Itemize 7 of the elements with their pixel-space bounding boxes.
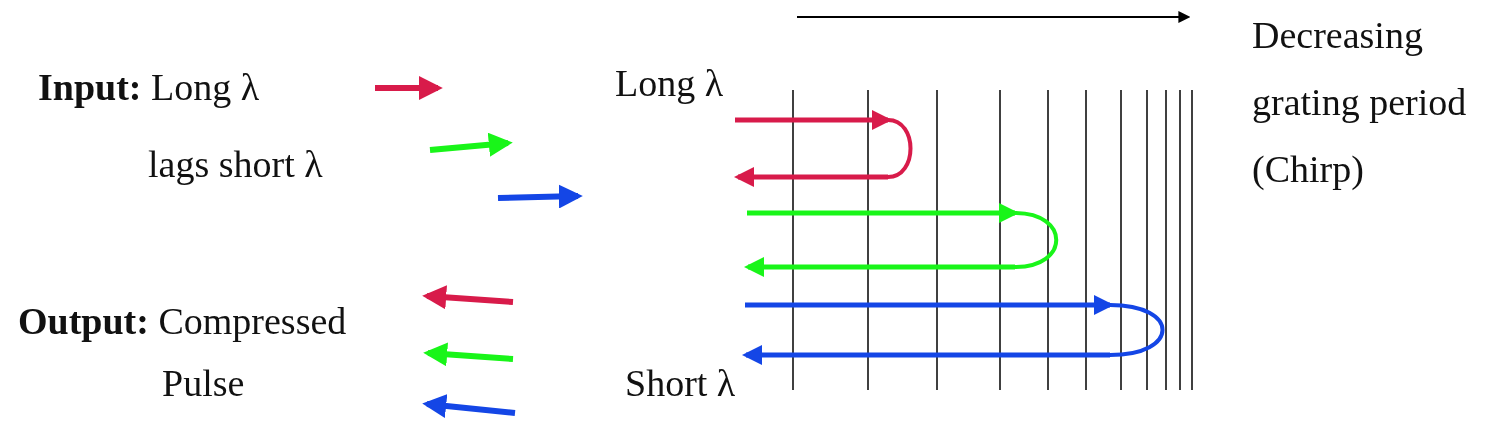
input-label: Input: Long λ xyxy=(38,66,260,108)
output-label: Output: Compressed xyxy=(18,300,347,342)
wavelength-label: Short λ xyxy=(625,362,736,404)
chirp-label: Decreasing grating period (Chirp) xyxy=(1252,13,1468,192)
wavelength-note: lags short λ xyxy=(148,143,323,185)
pulse-label: Pulse xyxy=(162,362,245,404)
wavelength-label: Long λ xyxy=(615,62,724,104)
